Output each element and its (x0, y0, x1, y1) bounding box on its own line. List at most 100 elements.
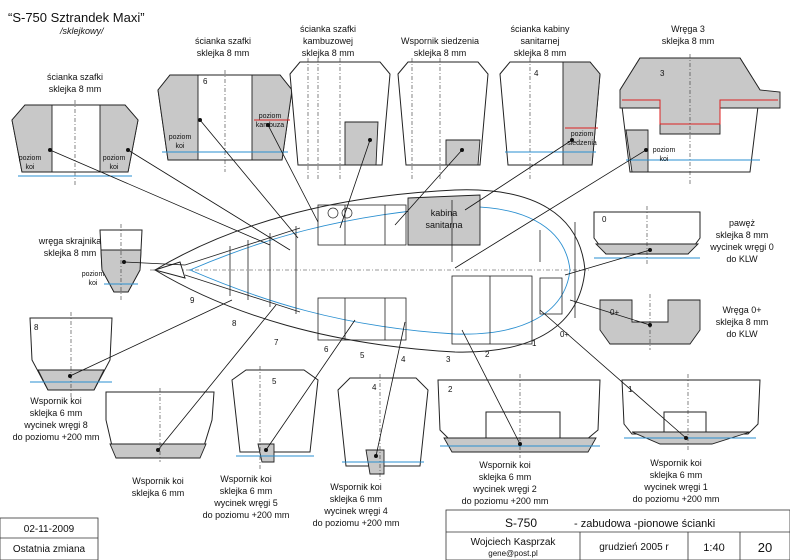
title-block: 02-11-2009 Ostatnia zmiana S-750 - zabud… (0, 509, 790, 560)
section-scianka-szafki-2: ścianka szafki sklejka 8 mm 6 poziom koi… (157, 36, 293, 172)
section-label-line3: wycinek wręgi 8 (23, 420, 88, 430)
section-label-line4: do poziomu +200 mm (633, 494, 720, 504)
poziom-koi-label-2: koi (26, 164, 35, 171)
poziom-kambuza-label: poziom (259, 113, 282, 120)
section-wrega-skrajnika: wręga skrajnika sklejka 8 mm poziom koi (38, 224, 143, 300)
frame-marker: 0 (602, 215, 607, 224)
section-label-line3: wycinek wręgi 0 (709, 242, 774, 252)
section-label-line2: sklejka 8 mm (197, 48, 250, 58)
section-wrega-0plus: Wręga 0+ sklejka 8 mm do KLW 0+ (599, 294, 769, 350)
leader-lines (48, 118, 688, 458)
revision-label: Ostatnia zmiana (13, 544, 86, 555)
drawing-title: “S-750 Sztrandek Maxi” (8, 10, 145, 25)
section-label-line3: sklejka 8 mm (514, 48, 567, 58)
section-label-line4: do poziomu +200 mm (203, 510, 290, 520)
poziom-koi-label-2: koi (176, 143, 185, 150)
section-label-line2: sklejka 8 mm (662, 36, 715, 46)
frame-marker: 8 (34, 323, 39, 332)
section-label-line4: do KLW (726, 254, 758, 264)
section-label-line1: Wspornik siedzenia (401, 36, 479, 46)
section-label-line1: ścianka szafki (195, 36, 251, 46)
section-label-line2: kambuzowej (303, 36, 353, 46)
section-label-line2: sklejka 8 mm (716, 230, 769, 240)
frame-no-3: 3 (446, 355, 451, 364)
poziom-koi-label: poziom (19, 155, 42, 162)
section-scianka-kambuzowej: ścianka szafki kambuzowej sklejka 8 mm (289, 24, 391, 180)
section-label-line1: ścianka szafki (300, 24, 356, 34)
frame-marker: 5 (272, 377, 277, 386)
drawing-description: - zabudowa -pionowe ścianki (574, 518, 715, 530)
poziom-siedzenia-label-2: siedzenia (567, 140, 597, 147)
drawing-subtitle: /sklejkowy/ (59, 26, 105, 36)
section-label-line1: Wspornik koi (650, 458, 702, 468)
author-email: gene@post.pl (488, 549, 538, 558)
section-label-line3: sklejka 8 mm (302, 48, 355, 58)
frame-numbers: 9 8 7 6 5 4 3 2 1 0+ (190, 296, 569, 364)
section-label-line4: do poziomu +200 mm (313, 518, 400, 528)
plan-view: kabina sanitarna (150, 189, 590, 353)
section-label-line2: sklejka 8 mm (44, 248, 97, 258)
section-scianka-kabiny: ścianka kabiny sanitarnej sklejka 8 mm 4… (499, 24, 601, 180)
section-label-line2: sklejka 6 mm (132, 488, 185, 498)
frame-no-0plus: 0+ (560, 330, 569, 339)
drawing-scale: 1:40 (703, 542, 724, 554)
section-wspornik-koi-1: 1 Wspornik koi sklejka 6 mm wycinek wręg… (621, 374, 761, 504)
section-wspornik-koi-2: 2 Wspornik koi sklejka 6 mm wycinek wręg… (437, 374, 601, 506)
frame-no-6: 6 (324, 345, 329, 354)
section-label-line2: sklejka 8 mm (716, 317, 769, 327)
section-label-line4: do poziomu +200 mm (462, 496, 549, 506)
section-label-line1: wręga skrajnika (38, 236, 102, 246)
poziom-koi-label: poziom (653, 147, 676, 154)
section-label-line3: wycinek wręgi 2 (472, 484, 537, 494)
section-scianka-szafki-left: ścianka szafki sklejka 8 mm poziom koi p… (11, 72, 139, 185)
frame-no-8: 8 (232, 319, 237, 328)
model-code: S-750 (505, 516, 537, 530)
poziom-koi-label: poziom (169, 134, 192, 141)
frame-marker: 4 (372, 383, 377, 392)
section-label-line1: Wspornik koi (220, 474, 272, 484)
section-label-line3: wycinek wręgi 5 (213, 498, 278, 508)
frame-marker: 2 (448, 385, 453, 394)
sheet-number: 20 (758, 540, 772, 555)
section-label-line3: wycinek wręgi 4 (323, 506, 388, 516)
poziom-kambuza-label-2: kambuza (256, 122, 285, 129)
frame-marker: 6 (203, 77, 208, 86)
section-wspornik-koi-5: 5 Wspornik koi sklejka 6 mm wycinek wręg… (203, 366, 319, 520)
section-pawez: pawęż sklejka 8 mm wycinek wręgi 0 do KL… (593, 206, 774, 264)
section-label-line4: do poziomu +200 mm (13, 432, 100, 442)
cabin-label-line2: sanitarna (425, 220, 462, 230)
frame-no-1: 1 (532, 339, 537, 348)
section-label-line1: ścianka kabiny (510, 24, 570, 34)
section-label-line2: sanitarnej (520, 36, 559, 46)
frame-no-4: 4 (401, 355, 406, 364)
frame-marker: 0+ (610, 308, 619, 317)
frame-marker: 4 (534, 69, 539, 78)
poziom-koi-label: poziom (82, 271, 105, 278)
frame-no-9: 9 (190, 296, 195, 305)
poziom-koi-label-r: poziom (103, 155, 126, 162)
section-wspornik-siedzenia: Wspornik siedzenia sklejka 8 mm (397, 36, 489, 180)
section-label-line1: Wręga 0+ (722, 305, 761, 315)
section-label-line1: Wspornik koi (30, 396, 82, 406)
section-label-line1: Wspornik koi (479, 460, 531, 470)
section-label-line3: wycinek wręgi 1 (643, 482, 708, 492)
section-label-line1: Wspornik koi (330, 482, 382, 492)
drawing-date: grudzień 2005 r (599, 542, 669, 553)
cabin-label-line1: kabina (431, 208, 458, 218)
poziom-koi-label-2: koi (660, 156, 669, 163)
section-label-line2: sklejka 8 mm (49, 84, 102, 94)
poziom-koi-label-2: koi (89, 280, 98, 287)
frame-no-2: 2 (485, 350, 490, 359)
revision-date: 02-11-2009 (24, 524, 75, 535)
section-wspornik-koi-8: 8 Wspornik koi sklejka 6 mm wycinek wręg… (13, 312, 113, 442)
section-label-line2: sklejka 6 mm (650, 470, 703, 480)
section-label-line2: sklejka 6 mm (220, 486, 273, 496)
section-label-line1: ścianka szafki (47, 72, 103, 82)
section-label-line2: sklejka 8 mm (414, 48, 467, 58)
section-wrega-3: Wręga 3 sklejka 8 mm 3 poziom koi (619, 24, 781, 185)
poziom-koi-label-r2: koi (110, 164, 119, 171)
section-wspornik-koi-6: Wspornik koi sklejka 6 mm (105, 388, 215, 498)
section-label-line2: sklejka 6 mm (30, 408, 83, 418)
